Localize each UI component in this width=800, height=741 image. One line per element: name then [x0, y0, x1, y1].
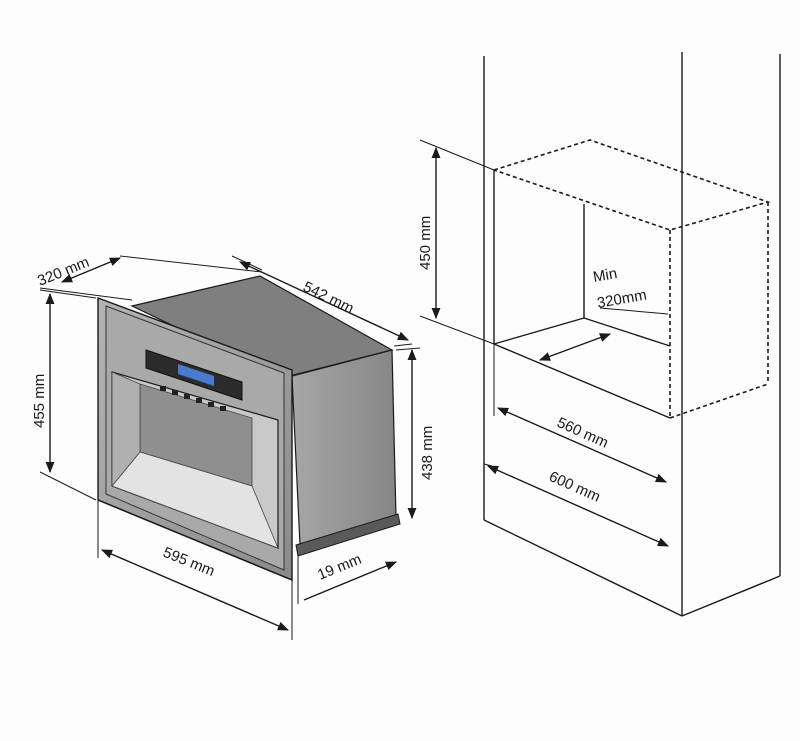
cabinet-outer-width-label: 600 mm [546, 468, 602, 506]
oven-width-bottom-label: 595 mm [161, 544, 218, 580]
oven-height-front-label: 455 mm [31, 374, 48, 428]
control-button [220, 406, 226, 411]
control-button [196, 398, 202, 403]
cabinet-inner-width-label: 560 mm [554, 414, 610, 452]
control-button [172, 390, 178, 395]
cabinet-min-label: Min [592, 265, 619, 286]
cabinet-drawing [483, 52, 781, 617]
oven-drawing [97, 275, 401, 582]
control-button [160, 386, 166, 391]
oven-height-side-label: 438 mm [419, 426, 436, 480]
oven-cavity-left-wall [111, 371, 141, 488]
cabinet-min-depth-label: 320mm [596, 287, 648, 312]
control-button [184, 394, 190, 399]
oven-depth-label: 320 mm [35, 254, 92, 290]
cabinet-dimensions [419, 139, 670, 547]
cabinet-height-label: 450 mm [417, 216, 434, 270]
display-screen [178, 364, 214, 386]
control-buttons [160, 386, 226, 411]
oven-bottom-trim [295, 513, 401, 557]
oven-dimensions [39, 255, 421, 640]
control-button [208, 402, 214, 407]
oven-side [291, 349, 397, 546]
